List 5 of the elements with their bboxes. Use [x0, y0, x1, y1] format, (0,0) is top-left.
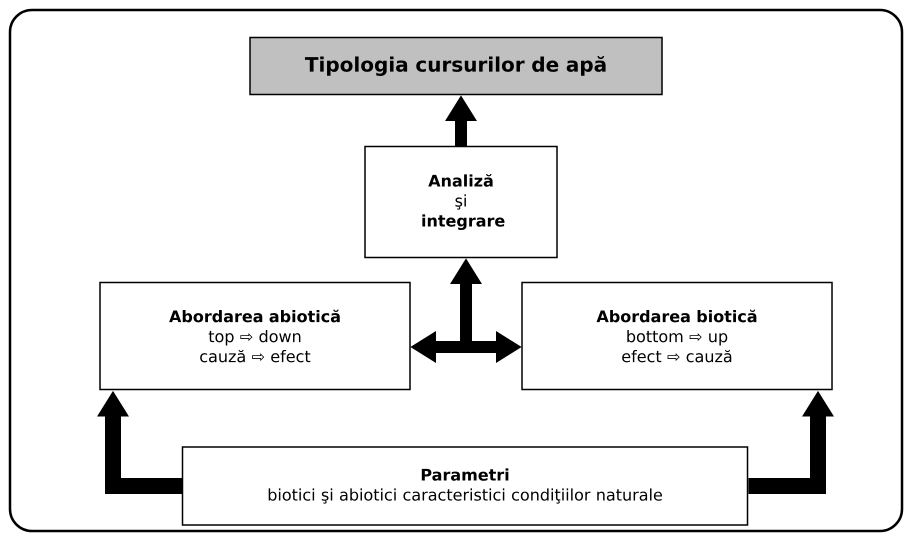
process-box: Abordarea biotică bottom ⇨ up efect ⇨ cauză — [521, 282, 833, 390]
title-box: Tipologia cursurilor de apă — [249, 36, 663, 96]
process-box: Analiză şi integrare — [364, 146, 558, 258]
process-box: Parametri biotici şi abiotici caracteristici condiţiilor naturale — [182, 446, 748, 526]
process-box: Abordarea abiotică top ⇨ down cauză ⇨ efect — [99, 282, 411, 390]
